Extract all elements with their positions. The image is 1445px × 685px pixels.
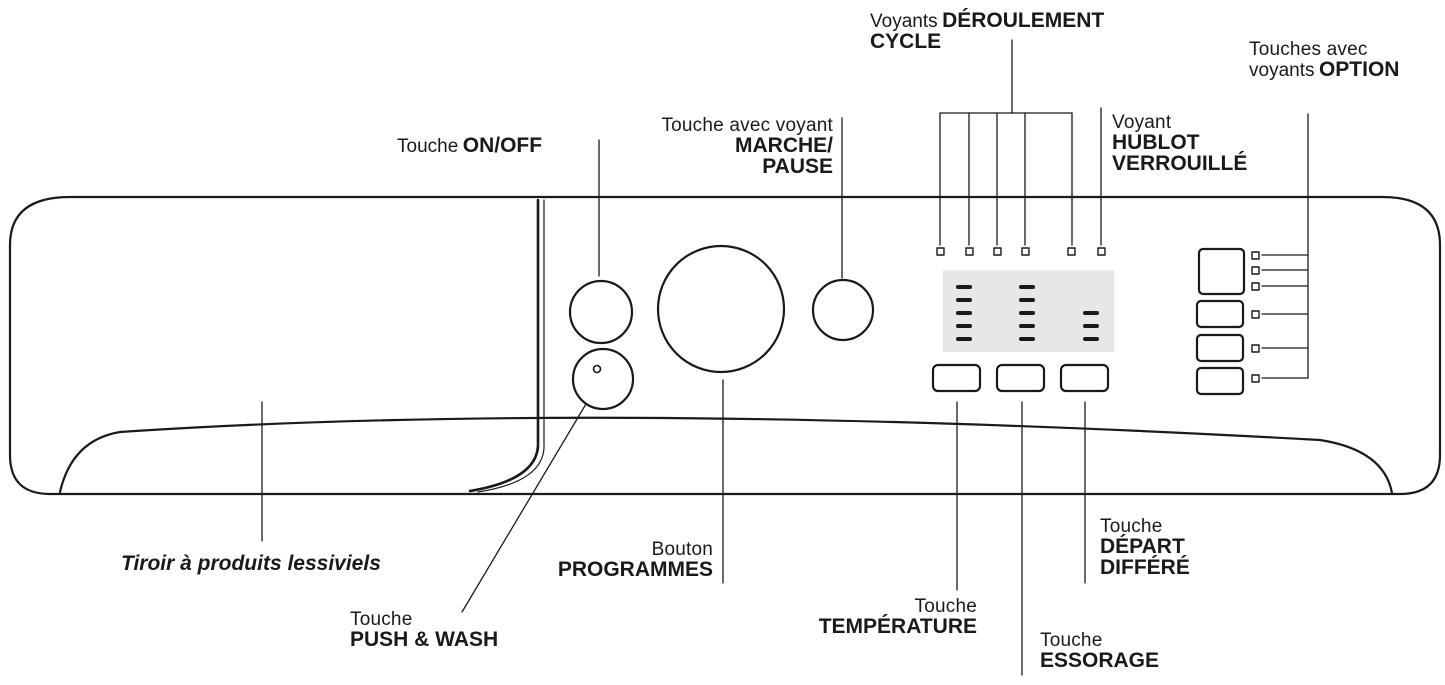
label-option-prefix2: voyants (1249, 60, 1315, 81)
cycle-led-2 (965, 247, 974, 256)
panel-outline (8, 195, 1442, 496)
programmes-knob (656, 244, 786, 374)
label-option-bold: OPTION (1318, 58, 1400, 81)
push-wash-dot (592, 364, 602, 374)
option-led-5 (1251, 344, 1260, 353)
label-programmes-bold: PROGRAMMES (557, 558, 713, 581)
label-hublot-bold2: VERROUILLÉ (1112, 152, 1248, 175)
drawer-edge (468, 198, 540, 493)
drawer-inner-edge (477, 199, 545, 493)
option-led-3 (1251, 282, 1260, 291)
label-tiroir-text: Tiroir à produits lessiviels (121, 552, 381, 575)
label-push-wash-bold: PUSH & WASH (350, 628, 499, 651)
front-curve (58, 416, 1394, 495)
label-option: Touches avec voyants OPTION (1249, 40, 1399, 80)
label-deroulement: Voyants DÉROULEMENT CYCLE (870, 10, 1104, 52)
label-essorage: Touche ESSORAGE (1040, 631, 1159, 671)
label-depart-bold2: DIFFÉRÉ (1100, 556, 1190, 579)
option-button-4 (1195, 366, 1245, 396)
label-depart: Touche DÉPART DIFFÉRÉ (1100, 517, 1190, 578)
temperature-button (931, 363, 982, 393)
label-tiroir: Tiroir à produits lessiviels (121, 553, 381, 574)
label-temperature-line1: Touche (914, 596, 977, 617)
label-essorage-bold: ESSORAGE (1040, 649, 1160, 672)
label-programmes: Bouton PROGRAMMES (500, 540, 713, 580)
label-on-off-bold: ON/OFF (462, 134, 543, 157)
door-lock-led (1097, 247, 1106, 256)
label-essorage-line1: Touche (1040, 630, 1103, 651)
label-on-off-prefix: Touche (397, 136, 459, 157)
display-segments (956, 285, 1099, 341)
option-led-4 (1251, 310, 1260, 319)
essorage-button (995, 363, 1046, 393)
push-wash-button (571, 347, 635, 411)
label-deroulement-bold1: DÉROULEMENT (942, 9, 1105, 32)
option-led-6 (1251, 374, 1260, 383)
label-hublot-bold1: HUBLOT (1112, 131, 1200, 154)
depart-button (1059, 363, 1110, 393)
label-temperature: Touche TEMPÉRATURE (740, 597, 977, 637)
label-marche-pause-bold2: PAUSE (762, 155, 833, 178)
label-push-wash-line1: Touche (350, 609, 413, 630)
label-depart-line1: Touche (1100, 516, 1163, 537)
label-programmes-line1: Bouton (651, 539, 713, 560)
option-led-2 (1251, 266, 1260, 275)
label-push-wash: Touche PUSH & WASH (350, 610, 498, 650)
label-hublot: Voyant HUBLOT VERROUILLÉ (1112, 113, 1247, 174)
option-button-2 (1195, 299, 1245, 329)
label-marche-pause-line1: Touche avec voyant (661, 115, 833, 136)
cycle-led-5 (1067, 247, 1076, 256)
label-marche-pause-bold1: MARCHE/ (735, 134, 833, 157)
label-deroulement-bold2: CYCLE (870, 30, 942, 53)
on-off-button (568, 279, 634, 345)
label-hublot-line1: Voyant (1112, 112, 1172, 133)
option-button-1 (1197, 247, 1246, 296)
label-marche-pause: Touche avec voyant MARCHE/ PAUSE (600, 116, 833, 177)
label-temperature-bold: TEMPÉRATURE (818, 615, 977, 638)
cycle-led-3 (993, 247, 1002, 256)
label-deroulement-prefix: Voyants (870, 11, 938, 32)
marche-pause-button (811, 278, 875, 342)
leader-lines (261, 39, 1309, 676)
option-button-3 (1195, 333, 1245, 363)
cycle-led-4 (1021, 247, 1030, 256)
label-option-line1: Touches avec (1249, 39, 1368, 60)
label-on-off: Touche ON/OFF (397, 135, 542, 156)
label-depart-bold1: DÉPART (1100, 535, 1185, 558)
option-led-1 (1251, 251, 1260, 260)
cycle-led-1 (936, 247, 945, 256)
